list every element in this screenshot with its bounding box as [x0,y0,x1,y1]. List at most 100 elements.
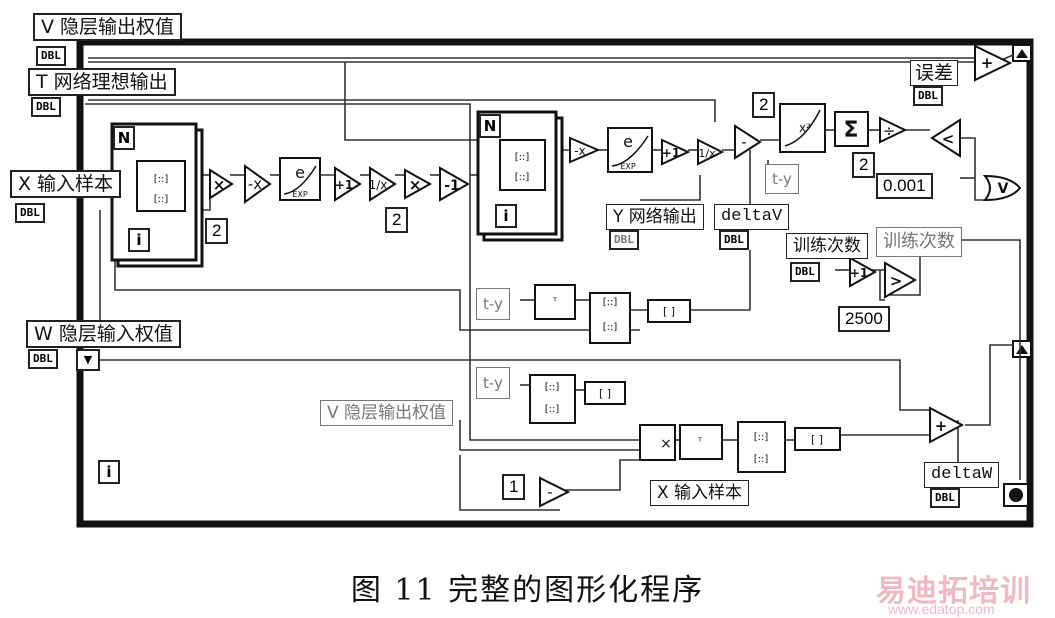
transpose-node-1 [534,284,576,320]
svg-text:x²: x² [799,121,811,135]
svg-text:>: > [890,272,903,290]
delta-w-terminal[interactable]: DBL [930,488,960,508]
svg-text:ᵀ: ᵀ [697,437,702,448]
y-output-label: Y 网络输出 [606,204,704,230]
matrix-output-node-1 [647,299,691,323]
loop-index-i-1: i [128,228,150,252]
loop-index-i-2: i [495,204,517,228]
svg-text:+: + [981,54,994,72]
figure-caption: 图 11 完整的图形化程序 [350,573,705,608]
increment-node-2 [661,138,691,166]
svg-text:[ ]: [ ] [599,387,611,400]
tolerance-constant[interactable]: 0.001 [876,173,933,199]
svg-text:[::]: [::] [545,382,560,393]
svg-text:+1: +1 [335,178,353,192]
subtract-node [734,124,762,160]
svg-text:×: × [660,436,672,452]
add-node-bottom [929,406,965,444]
exp-node-1 [279,157,321,201]
t-ideal-terminal[interactable]: DBL [31,97,61,117]
delta-v-terminal[interactable]: DBL [719,230,749,250]
multiply-node-2 [404,168,433,200]
exp-node-2 [607,127,653,173]
build-array-node-3 [737,421,786,473]
svg-text:e: e [623,132,633,151]
constant-2-b[interactable]: 2 [385,207,409,233]
svg-text:EXP: EXP [620,162,636,171]
loop-count-n-1: N [113,126,135,150]
build-array-node-2 [529,374,576,424]
svg-text:V: V [998,181,1009,197]
y-output-terminal[interactable]: DBL [609,230,639,250]
svg-text:×: × [409,176,422,194]
svg-text:[::]: [::] [515,172,530,183]
while-loop-frame [76,38,1034,528]
increment-node [334,166,362,202]
or-node [982,174,1022,202]
constant-1[interactable]: 1 [502,474,526,500]
build-array-node-1 [589,292,631,344]
max-iterations-constant[interactable]: 2500 [838,306,890,332]
v-weights-terminal[interactable]: DBL [36,46,66,66]
reciprocal-node [369,166,397,202]
less-than-node [930,118,961,158]
error-terminal[interactable]: DBL [913,86,943,106]
v-weights-label: V 隐层输出权值 [33,13,183,41]
loop-count-n-2: N [479,114,501,138]
constant-2-c[interactable]: 2 [752,92,776,118]
svg-text:[::]: [::] [754,432,769,443]
svg-text:e: e [295,163,305,182]
train-count-terminal[interactable]: DBL [790,262,820,282]
svg-text:×: × [213,176,226,194]
svg-text:1/x: 1/x [369,178,388,192]
svg-text:+1: +1 [662,146,680,160]
svg-text:[::]: [::] [603,297,618,308]
while-loop-index-i: i [98,460,120,484]
w-weights-label: W 隐层输入权值 [26,320,181,348]
watermark-logo: 易迪拓培训 [876,574,1031,609]
train-count-label: 训练次数 [786,233,868,259]
decrement-node [439,166,471,202]
negate-node [244,164,272,204]
train-count-local-label: 训练次数 [876,227,962,257]
svg-text:[::]: [::] [754,454,769,465]
constant-2-a[interactable]: 2 [205,218,229,244]
error-label: 误差 [910,60,959,86]
svg-text:-1: -1 [444,178,460,194]
svg-text:[ ]: [ ] [663,305,675,318]
svg-text:÷: ÷ [883,122,896,140]
delta-w-label: deltaW [924,462,1000,488]
svg-text:[ ]: [ ] [811,433,823,446]
add-node-top [974,44,1013,82]
multiply-node [209,168,234,200]
constant-2-d[interactable]: 2 [852,152,876,178]
t-minus-y-local-1: t-y [765,164,799,194]
svg-text:-: - [547,483,552,501]
negate-node-2 [569,136,601,164]
svg-text:[::]: [::] [603,322,618,333]
matrix-output-node-3 [794,427,841,451]
build-array-inner-2 [499,139,546,191]
transpose-node-2 [679,424,723,460]
reciprocal-node-2 [697,138,725,166]
svg-text:+1: +1 [850,266,868,280]
x-input-terminal[interactable]: DBL [15,203,45,223]
subtract-node-2 [539,476,571,508]
square-node [779,103,826,153]
index-node [639,424,676,461]
w-weights-terminal[interactable]: DBL [28,349,58,369]
increment-counter-node [849,256,878,288]
svg-text:[::]: [::] [545,404,560,415]
svg-text:-x: -x [248,175,262,193]
svg-text:[::]: [::] [515,152,530,163]
svg-text:1/x: 1/x [698,147,716,160]
svg-text:ᵀ: ᵀ [552,297,557,308]
t-minus-y-local-2: t-y [476,288,510,320]
build-array-inner-1 [136,160,186,212]
svg-text:Σ: Σ [843,118,858,143]
svg-text:[::]: [::] [154,174,169,185]
x-input-label: X 输入样本 [10,170,122,198]
greater-than-node [884,261,918,299]
x-input-local-label: X 输入样本 [650,480,750,506]
t-minus-y-local-3: t-y [476,367,510,399]
